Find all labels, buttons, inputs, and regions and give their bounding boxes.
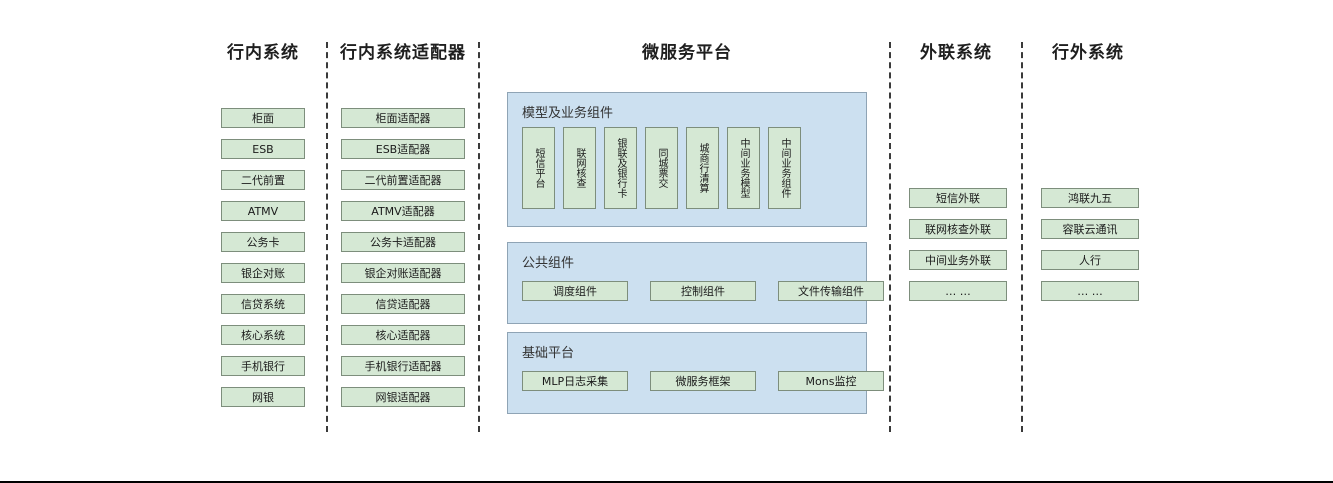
bottom-rule <box>0 481 1333 483</box>
divider-2 <box>478 42 480 432</box>
internal-adapter-node[interactable]: 手机银行适配器 <box>341 356 465 376</box>
divider-1 <box>326 42 328 432</box>
outside-bank-node[interactable]: … … <box>1041 281 1139 301</box>
model-component-node[interactable]: 中间业务模型 <box>727 127 760 209</box>
model-component-label: 中间业务组件 <box>779 138 790 198</box>
internal-system-node[interactable]: 信贷系统 <box>221 294 305 314</box>
internal-adapter-node[interactable]: ESB适配器 <box>341 139 465 159</box>
column-title-outside-bank-systems: 行外系统 <box>1052 43 1124 63</box>
column-microservice-platform: 微服务平台 模型及业务组件 短信平台 联网核查 银联及银行卡 同城票交 城商行清算 中间业… <box>487 42 887 414</box>
internal-system-node[interactable]: 二代前置 <box>221 170 305 190</box>
outside-bank-node[interactable]: 鸿联九五 <box>1041 188 1139 208</box>
internal-adapter-node[interactable]: 柜面适配器 <box>341 108 465 128</box>
public-component-node[interactable]: 控制组件 <box>650 281 756 301</box>
column-title-internal-systems: 行内系统 <box>227 43 299 63</box>
external-link-node[interactable]: 短信外联 <box>909 188 1007 208</box>
model-component-label: 中间业务模型 <box>738 138 749 198</box>
model-component-label: 银联及银行卡 <box>615 138 626 198</box>
internal-system-node[interactable]: 柜面 <box>221 108 305 128</box>
internal-adapter-node[interactable]: 二代前置适配器 <box>341 170 465 190</box>
internal-system-node[interactable]: ATMV <box>221 201 305 221</box>
column-outside-bank-systems: 行外系统 鸿联九五容联云通讯人行 … … <box>1023 42 1153 301</box>
node-stack-outside-bank-systems: 鸿联九五容联云通讯人行 … … <box>1041 188 1139 312</box>
column-internal-adapters: 行内系统适配器 柜面适配器 ESB适配器二代前置适配器 ATMV适配器公务卡适配器银… <box>328 42 478 407</box>
base-platform-component-node[interactable]: MLP日志采集 <box>522 371 628 391</box>
model-component-label: 同城票交 <box>656 148 667 188</box>
outside-bank-node[interactable]: 容联云通讯 <box>1041 219 1139 239</box>
internal-adapter-node[interactable]: 公务卡适配器 <box>341 232 465 252</box>
internal-system-node[interactable]: 手机银行 <box>221 356 305 376</box>
node-stack-internal-adapters: 柜面适配器 ESB适配器二代前置适配器 ATMV适配器公务卡适配器银企对账适配器信贷… <box>341 108 465 418</box>
divider-3 <box>889 42 891 432</box>
model-component-node[interactable]: 城商行清算 <box>686 127 719 209</box>
model-component-node[interactable]: 联网核查 <box>563 127 596 209</box>
external-link-node[interactable]: 中间业务外联 <box>909 250 1007 270</box>
model-component-label: 短信平台 <box>533 148 544 188</box>
panel-title-model-business-components: 模型及业务组件 <box>522 106 614 121</box>
model-component-label: 联网核查 <box>574 148 585 188</box>
internal-adapter-node[interactable]: ATMV适配器 <box>341 201 465 221</box>
panel-base-platform: 基础平台 MLP日志采集 微服务框架 Mons监控 <box>507 332 884 414</box>
internal-adapter-node[interactable]: 信贷适配器 <box>341 294 465 314</box>
internal-system-node[interactable]: ESB <box>221 139 305 159</box>
column-title-external-link-systems: 外联系统 <box>920 43 992 63</box>
internal-system-node[interactable]: 网银 <box>221 387 305 407</box>
model-component-label: 城商行清算 <box>697 143 708 193</box>
internal-system-node[interactable]: 核心系统 <box>221 325 305 345</box>
base-platform-component-node[interactable]: Mons监控 <box>778 371 884 391</box>
internal-system-node[interactable]: 银企对账 <box>221 263 305 283</box>
vertical-node-row: 短信平台 联网核查 银联及银行卡 同城票交 城商行清算 中间业务模型 中间业务组件 <box>522 127 801 209</box>
model-component-node[interactable]: 同城票交 <box>645 127 678 209</box>
node-stack-external-link-systems: 短信外联联网核查外联中间业务外联 … … <box>909 188 1007 312</box>
model-component-node[interactable]: 银联及银行卡 <box>604 127 637 209</box>
model-component-node[interactable]: 短信平台 <box>522 127 555 209</box>
public-components-row: 调度组件 控制组件 文件传输组件 <box>522 281 884 301</box>
outside-bank-node[interactable]: 人行 <box>1041 250 1139 270</box>
base-platform-row: MLP日志采集 微服务框架 Mons监控 <box>522 371 884 391</box>
node-stack-internal-systems: 柜面 ESB 二代前置 ATMV 公务卡银企对账信贷系统核心系统手机银行网银 <box>221 108 305 418</box>
column-internal-systems: 行内系统 柜面 ESB 二代前置 ATMV 公务卡银企对账信贷系统核心系统手机银行网银 <box>200 42 326 407</box>
public-component-node[interactable]: 文件传输组件 <box>778 281 884 301</box>
external-link-node[interactable]: … … <box>909 281 1007 301</box>
internal-adapter-node[interactable]: 核心适配器 <box>341 325 465 345</box>
model-component-node[interactable]: 中间业务组件 <box>768 127 801 209</box>
internal-adapter-node[interactable]: 银企对账适配器 <box>341 263 465 283</box>
panel-title-public-components: 公共组件 <box>522 256 575 271</box>
panel-title-base-platform: 基础平台 <box>522 346 575 361</box>
column-title-internal-adapters: 行内系统适配器 <box>340 43 466 63</box>
column-title-microservice-platform: 微服务平台 <box>642 43 732 63</box>
internal-system-node[interactable]: 公务卡 <box>221 232 305 252</box>
public-component-node[interactable]: 调度组件 <box>522 281 628 301</box>
base-platform-component-node[interactable]: 微服务框架 <box>650 371 756 391</box>
panel-model-business-components: 模型及业务组件 短信平台 联网核查 银联及银行卡 同城票交 城商行清算 中间业务模型 中间业… <box>507 92 867 227</box>
internal-adapter-node[interactable]: 网银适配器 <box>341 387 465 407</box>
divider-4 <box>1021 42 1023 432</box>
external-link-node[interactable]: 联网核查外联 <box>909 219 1007 239</box>
column-external-link-systems: 外联系统 短信外联联网核查外联中间业务外联 … … <box>891 42 1021 301</box>
panel-public-components: 公共组件 调度组件 控制组件 文件传输组件 <box>507 242 884 324</box>
